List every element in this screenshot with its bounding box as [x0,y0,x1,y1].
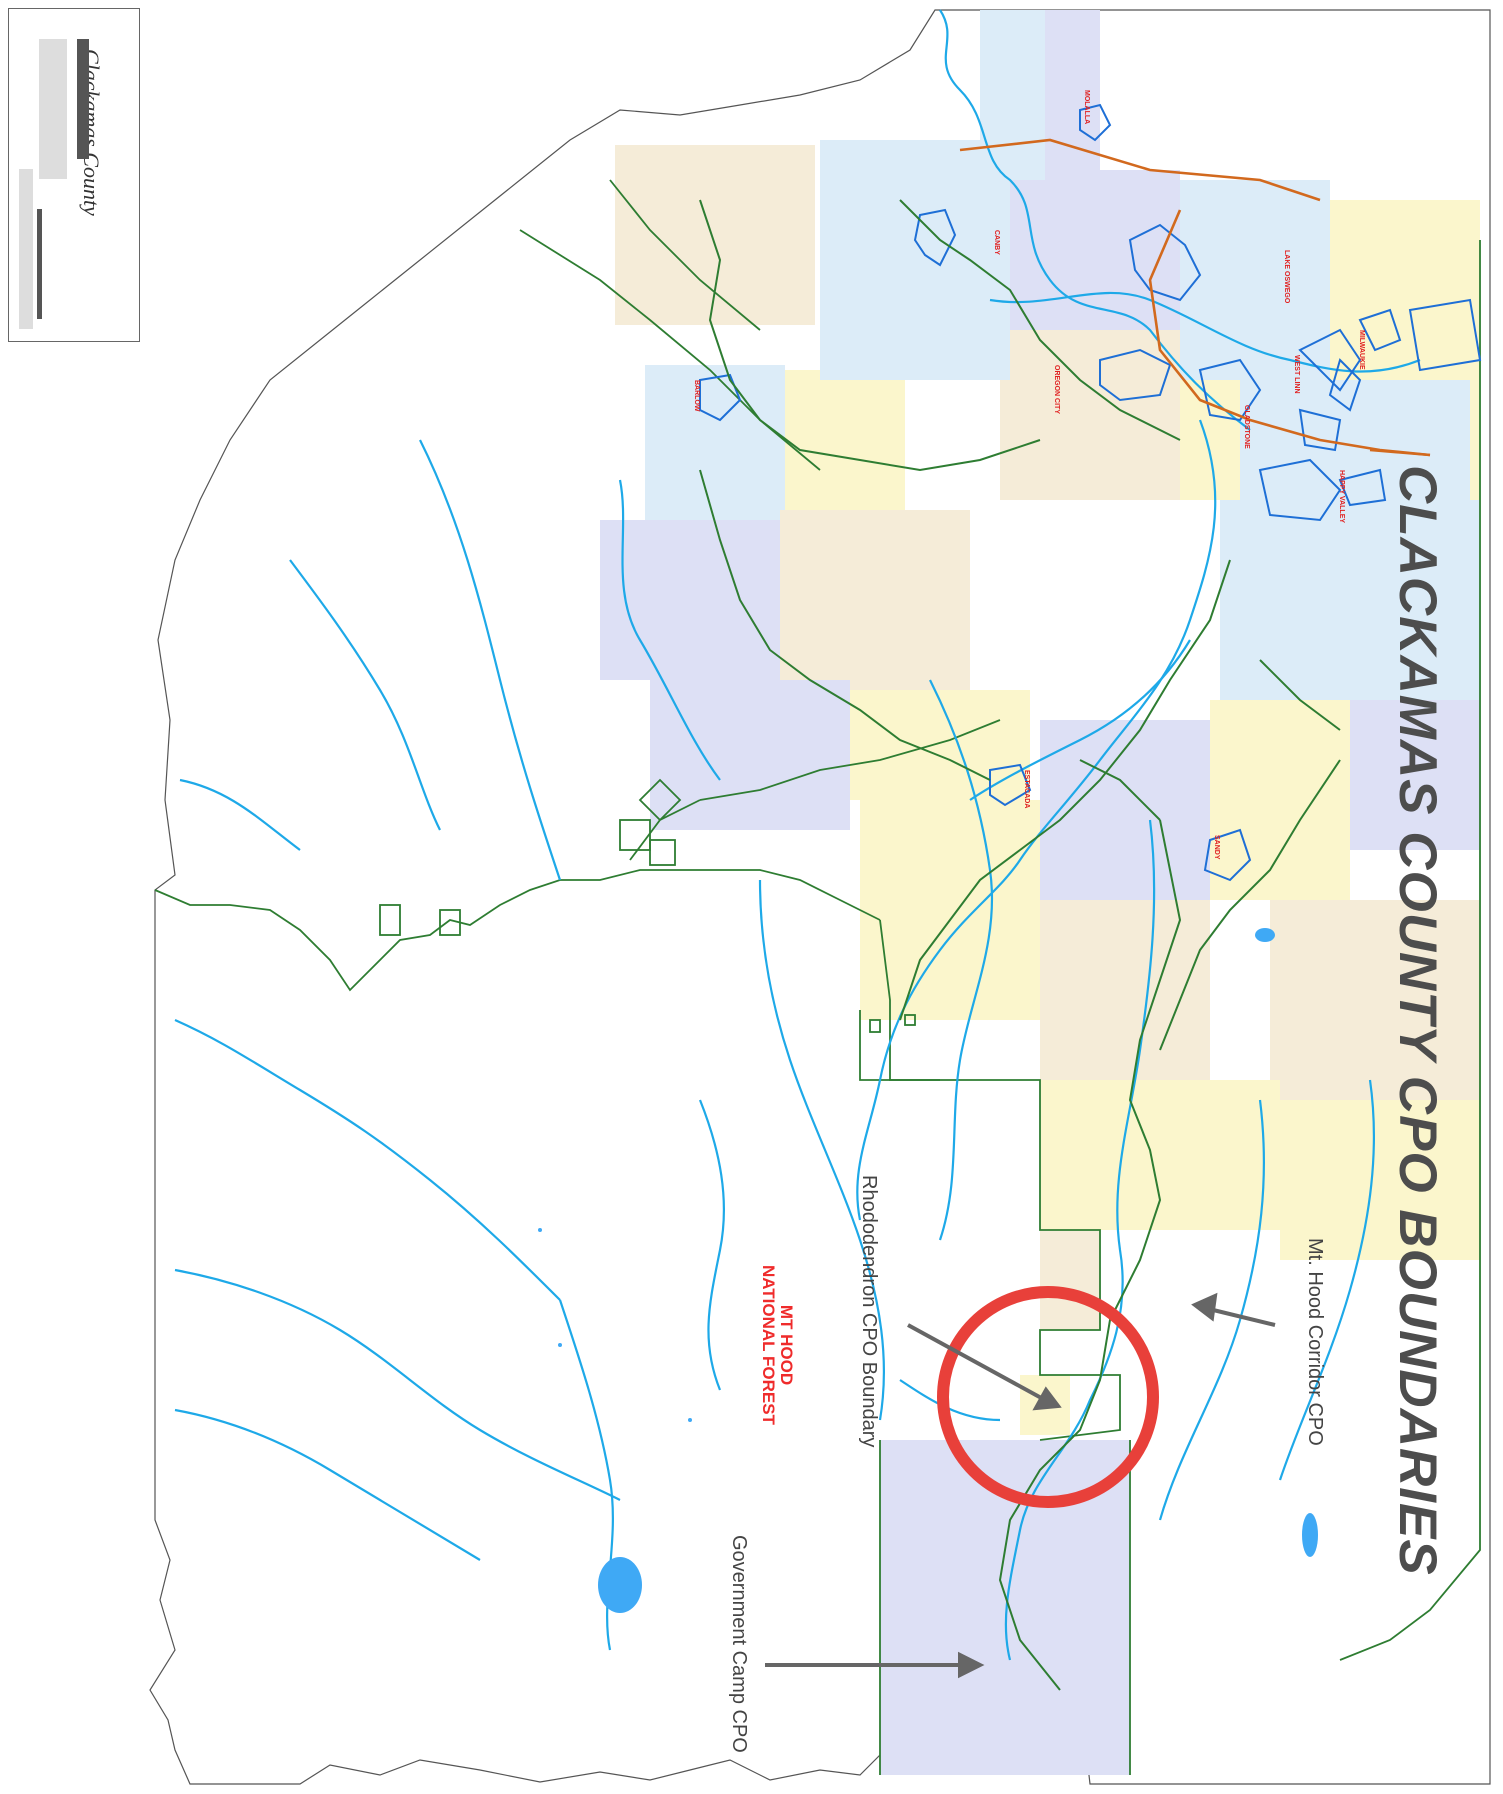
scale-bar [37,209,42,319]
annotation-government-camp: Government Camp CPO [728,1535,750,1753]
cpo-region [1280,1100,1480,1260]
legend: Clackamas County [8,8,140,342]
cpo-region [1040,1230,1100,1330]
cpo-region [615,145,815,325]
cpo-region [860,800,1040,1020]
cpo-region [645,365,785,525]
city-label: SANDY [1213,835,1220,860]
cpo-regions [600,10,1480,1775]
cpo-region [1040,1080,1280,1230]
cpo-region [1350,690,1480,850]
cpo-region [785,370,905,510]
city-label: MOLALLA [1083,90,1090,125]
cpo-region [1045,10,1100,180]
city-label: LAKE OSWEGO [1283,250,1290,304]
forest-label-line1: MT HOOD [777,1304,796,1386]
annotation-arrows [765,1292,1276,1679]
roads [699,199,1341,1691]
cpo-region [850,690,1030,800]
city-label: WEST LINN [1293,355,1300,394]
cpo-region [650,680,850,830]
annotation-mt-hood-corridor: Mt. Hood Corridor CPO [1304,1238,1326,1446]
city-label: OREGON CITY [1053,365,1060,415]
cpo-region [1210,700,1350,900]
rivers [174,9,1421,1661]
annotation-rhododendron: Rhododendron CPO Boundary [858,1175,880,1448]
legend-text-block [39,39,67,179]
city-label: BARLOW [693,380,700,412]
cpo-region [1220,500,1480,700]
city-label: ESTACADA [1023,770,1030,809]
highlight-circle [937,1286,1159,1508]
forest-label-line2: NATIONAL FOREST [759,1265,778,1425]
highways [959,138,1431,457]
cpo-boundaries [154,179,1481,1775]
cpo-region [600,520,780,680]
legend-text-block [19,169,33,329]
legend-title-bar [77,39,89,159]
map-title: CLACKAMAS COUNTY CPO BOUNDARIES [1388,465,1447,1576]
city-label: CANBY [993,230,1000,255]
lakes [538,928,1318,1613]
city-label: GLADSTONE [1243,405,1250,449]
cpo-region [1270,900,1480,1100]
cpo-region [1040,900,1210,1080]
city-label: MILWAUKIE [1358,330,1365,370]
forest-label: MT HOOD NATIONAL FOREST [759,1265,796,1425]
cpo-region [1010,170,1180,330]
city-label: HAPPY VALLEY [1338,470,1345,524]
city-boundaries [699,103,1482,882]
cpo-region [820,140,1010,380]
